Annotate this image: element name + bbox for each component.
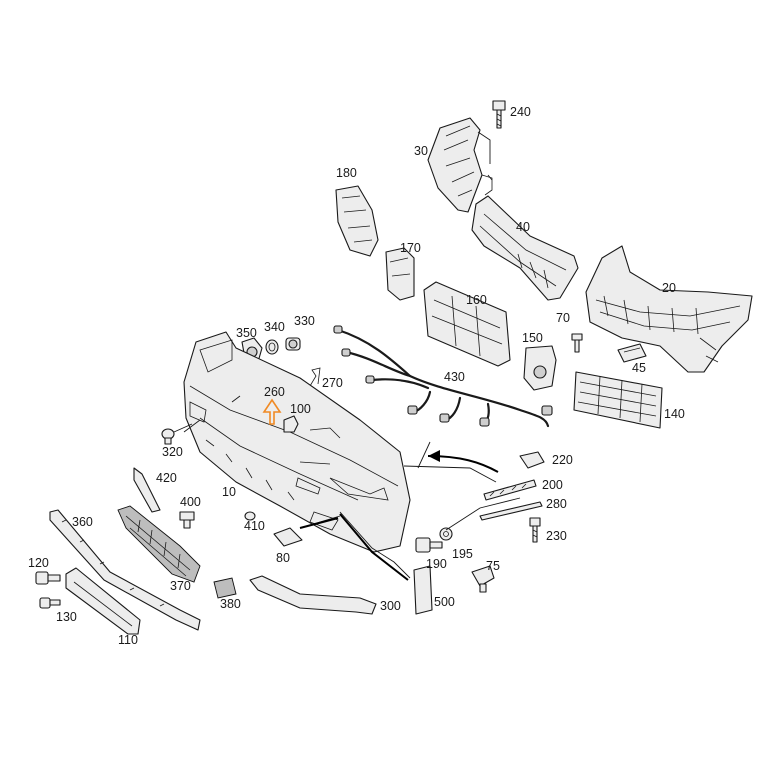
- callout-45: 45: [632, 361, 646, 375]
- callout-170: 170: [400, 241, 421, 255]
- highlight-arrow-icon: [262, 398, 282, 425]
- callout-280: 280: [546, 497, 567, 511]
- callout-400: 400: [180, 495, 201, 509]
- part-45-bracket[interactable]: [617, 343, 647, 363]
- part-100-cap[interactable]: [283, 415, 299, 433]
- callout-350: 350: [236, 326, 257, 340]
- callout-labels: 240 30 40 180 170 160 20 70 45 150 140 3…: [28, 105, 685, 647]
- part-230-screw[interactable]: [529, 517, 541, 543]
- callout-420: 420: [156, 471, 177, 485]
- part-195-washer[interactable]: [439, 527, 453, 541]
- callout-220: 220: [552, 453, 573, 467]
- part-340-ring[interactable]: [265, 339, 279, 355]
- part-420-trim[interactable]: [133, 467, 161, 513]
- part-500-tag[interactable]: [413, 565, 433, 615]
- part-160-absorber[interactable]: [423, 281, 511, 367]
- part-190-bolt[interactable]: [415, 537, 443, 553]
- callout-430: 430: [444, 370, 465, 384]
- callout-370: 370: [170, 579, 191, 593]
- callout-160: 160: [466, 293, 487, 307]
- part-280-strip[interactable]: [479, 501, 543, 521]
- part-430-wiring-harness[interactable]: [333, 325, 553, 428]
- part-380-fog-cover[interactable]: [213, 577, 237, 599]
- part-40-carrier-upper[interactable]: [471, 195, 579, 301]
- part-410-plug[interactable]: [244, 511, 256, 521]
- callout-340: 340: [264, 320, 285, 334]
- callout-360: 360: [72, 515, 93, 529]
- part-130-screw[interactable]: [39, 597, 61, 609]
- callout-20: 20: [662, 281, 676, 295]
- callout-70: 70: [556, 311, 570, 325]
- callout-30: 30: [414, 144, 428, 158]
- callout-10: 10: [222, 485, 236, 499]
- callout-200: 200: [542, 478, 563, 492]
- part-75-clip[interactable]: [471, 565, 495, 593]
- part-220-bracket[interactable]: [519, 451, 545, 469]
- leader-lines: [173, 131, 521, 581]
- callout-130: 130: [56, 610, 77, 624]
- callout-100: 100: [290, 402, 311, 416]
- part-110-license-plate[interactable]: [65, 567, 141, 635]
- part-200-strip[interactable]: [483, 479, 537, 501]
- callout-500: 500: [434, 595, 455, 609]
- callout-380: 380: [220, 597, 241, 611]
- part-30-side-bracket[interactable]: [427, 117, 493, 213]
- callout-40: 40: [516, 220, 530, 234]
- part-370-lower-grille[interactable]: [117, 505, 201, 583]
- part-330-sensor[interactable]: [285, 337, 301, 351]
- part-180-bracket[interactable]: [335, 185, 379, 257]
- part-170-bracket[interactable]: [385, 247, 415, 301]
- callout-195: 195: [452, 547, 473, 561]
- part-150-housing[interactable]: [523, 345, 557, 391]
- callout-320: 320: [162, 445, 183, 459]
- part-120-bolt[interactable]: [35, 571, 61, 585]
- callout-260: 260: [264, 385, 285, 399]
- callout-270: 270: [322, 376, 343, 390]
- callout-140: 140: [664, 407, 685, 421]
- part-300-trim-strip[interactable]: [249, 575, 377, 615]
- callout-110: 110: [118, 633, 138, 647]
- part-10-bumper-cover[interactable]: [183, 331, 411, 553]
- callout-410: 410: [244, 519, 265, 533]
- part-240-bolt[interactable]: [492, 100, 506, 129]
- callout-190: 190: [426, 557, 447, 571]
- part-400-clip[interactable]: [179, 511, 195, 529]
- part-80-bracket[interactable]: [273, 527, 303, 547]
- part-140-grille-insert[interactable]: [573, 371, 663, 429]
- part-320-washer-nozzle[interactable]: [161, 428, 175, 445]
- callout-120: 120: [28, 556, 49, 570]
- part-70-clip[interactable]: [571, 333, 583, 353]
- callout-80: 80: [276, 551, 290, 565]
- callout-75: 75: [486, 559, 500, 573]
- callout-330: 330: [294, 314, 315, 328]
- pointer-arrow-220: [427, 450, 499, 473]
- part-20-carrier-right[interactable]: [585, 245, 753, 373]
- part-270-spring[interactable]: [309, 367, 321, 387]
- callout-300: 300: [380, 599, 401, 613]
- callout-150: 150: [522, 331, 543, 345]
- part-360-lower-strip[interactable]: [49, 509, 201, 631]
- callout-230: 230: [546, 529, 567, 543]
- callout-180: 180: [336, 166, 357, 180]
- callout-240: 240: [510, 105, 531, 119]
